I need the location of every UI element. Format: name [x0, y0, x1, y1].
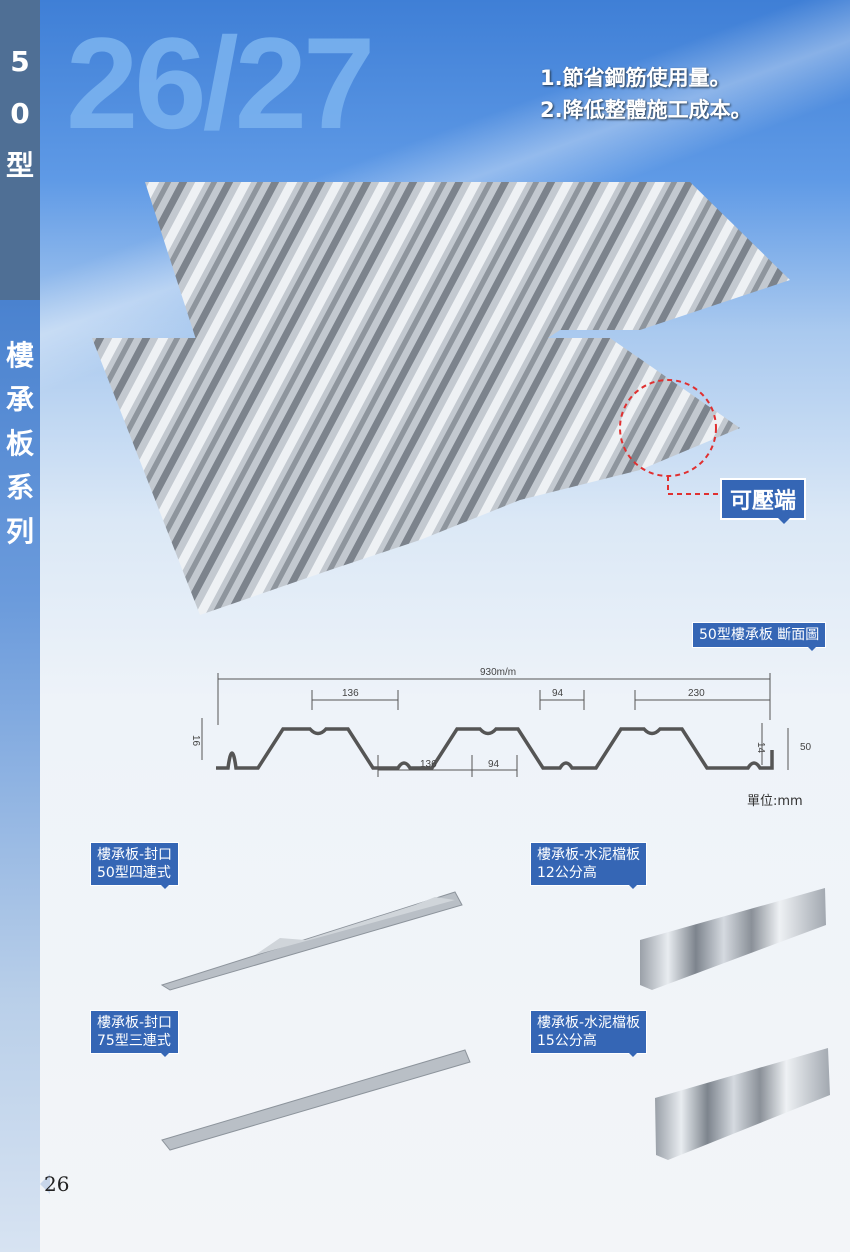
accessory-name: 樓承板-封口	[97, 1015, 173, 1031]
side-series-char: 承	[5, 383, 34, 416]
dim-bot1: 136	[420, 759, 437, 770]
stop-end-15-photo	[655, 1048, 830, 1160]
cross-section-diagram: 930m/m 136 94 230 136 94 16 14 50	[190, 667, 812, 777]
page-number: 26	[44, 1172, 70, 1196]
dim-top2: 94	[552, 688, 564, 699]
closure-75-photo	[161, 1049, 471, 1151]
page-range-title: 26/27	[66, 10, 375, 156]
accessory-name: 樓承板-水泥檔板	[537, 847, 641, 863]
dim-right-small: 14	[755, 742, 766, 754]
deck-photo	[92, 182, 790, 615]
accessory-spec: 50型四連式	[97, 865, 171, 881]
dim-top3: 230	[688, 688, 705, 699]
deck-sheet-front	[92, 338, 740, 615]
accessory-spec: 15公分高	[537, 1033, 597, 1049]
accessory-name: 樓承板-水泥檔板	[537, 1015, 641, 1031]
press-end-callout: 可壓端	[720, 478, 807, 524]
accessory-label: 樓承板-封口 75型三連式	[90, 1010, 180, 1057]
feature-list: 1.節省鋼筋使用量。 2.降低整體施工成本。	[540, 62, 752, 126]
section-title: 50型樓承板 斷面圖	[692, 622, 827, 651]
deck-profile	[216, 727, 774, 770]
side-type-char: 型	[5, 149, 34, 182]
accessory-label: 樓承板-封口 50型四連式	[90, 842, 180, 889]
dim-right: 50	[800, 742, 812, 753]
stop-end-12-photo	[640, 888, 826, 990]
side-type-char: 0	[10, 97, 30, 130]
side-series-char: 板	[5, 427, 34, 460]
feature-item: 1.節省鋼筋使用量。	[540, 66, 731, 90]
side-series-char: 列	[5, 515, 34, 548]
accessory-label: 樓承板-水泥檔板 15公分高	[530, 1010, 648, 1057]
accessory-label: 樓承板-水泥檔板 12公分高	[530, 842, 648, 889]
side-strip-top	[0, 0, 40, 300]
side-series-char: 樓	[5, 339, 34, 372]
page-arrow-icon	[30, 1174, 50, 1194]
dim-left: 16	[190, 735, 201, 747]
dim-total: 930m/m	[480, 667, 516, 678]
closure-50-photo	[160, 891, 463, 991]
side-type-char: 5	[10, 45, 30, 78]
callout-leader	[667, 476, 718, 495]
unit-label: 單位:mm	[747, 794, 803, 809]
accessory-spec: 12公分高	[537, 865, 597, 881]
dim-bot2: 94	[488, 759, 500, 770]
dim-top1: 136	[342, 688, 359, 699]
side-series-char: 系	[5, 471, 34, 504]
accessory-spec: 75型三連式	[97, 1033, 171, 1049]
feature-item: 2.降低整體施工成本。	[540, 98, 752, 122]
accessory-name: 樓承板-封口	[97, 847, 173, 863]
